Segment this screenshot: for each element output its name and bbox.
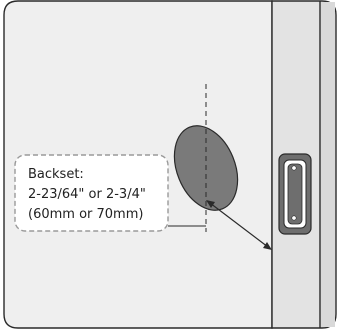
backset-label: Backset: [28,167,84,182]
callout-box [14,154,169,232]
backset-imperial: 2-23/64" or 2-3/4" [28,187,146,202]
backset-metric: (60mm or 70mm) [28,207,144,222]
latch-plate-icon [278,153,312,235]
backset-callout-text: Backset: 2-23/64" or 2-3/4" (60mm or 70m… [28,165,168,225]
backset-arrow [206,200,272,250]
frame-jamb [321,2,335,327]
